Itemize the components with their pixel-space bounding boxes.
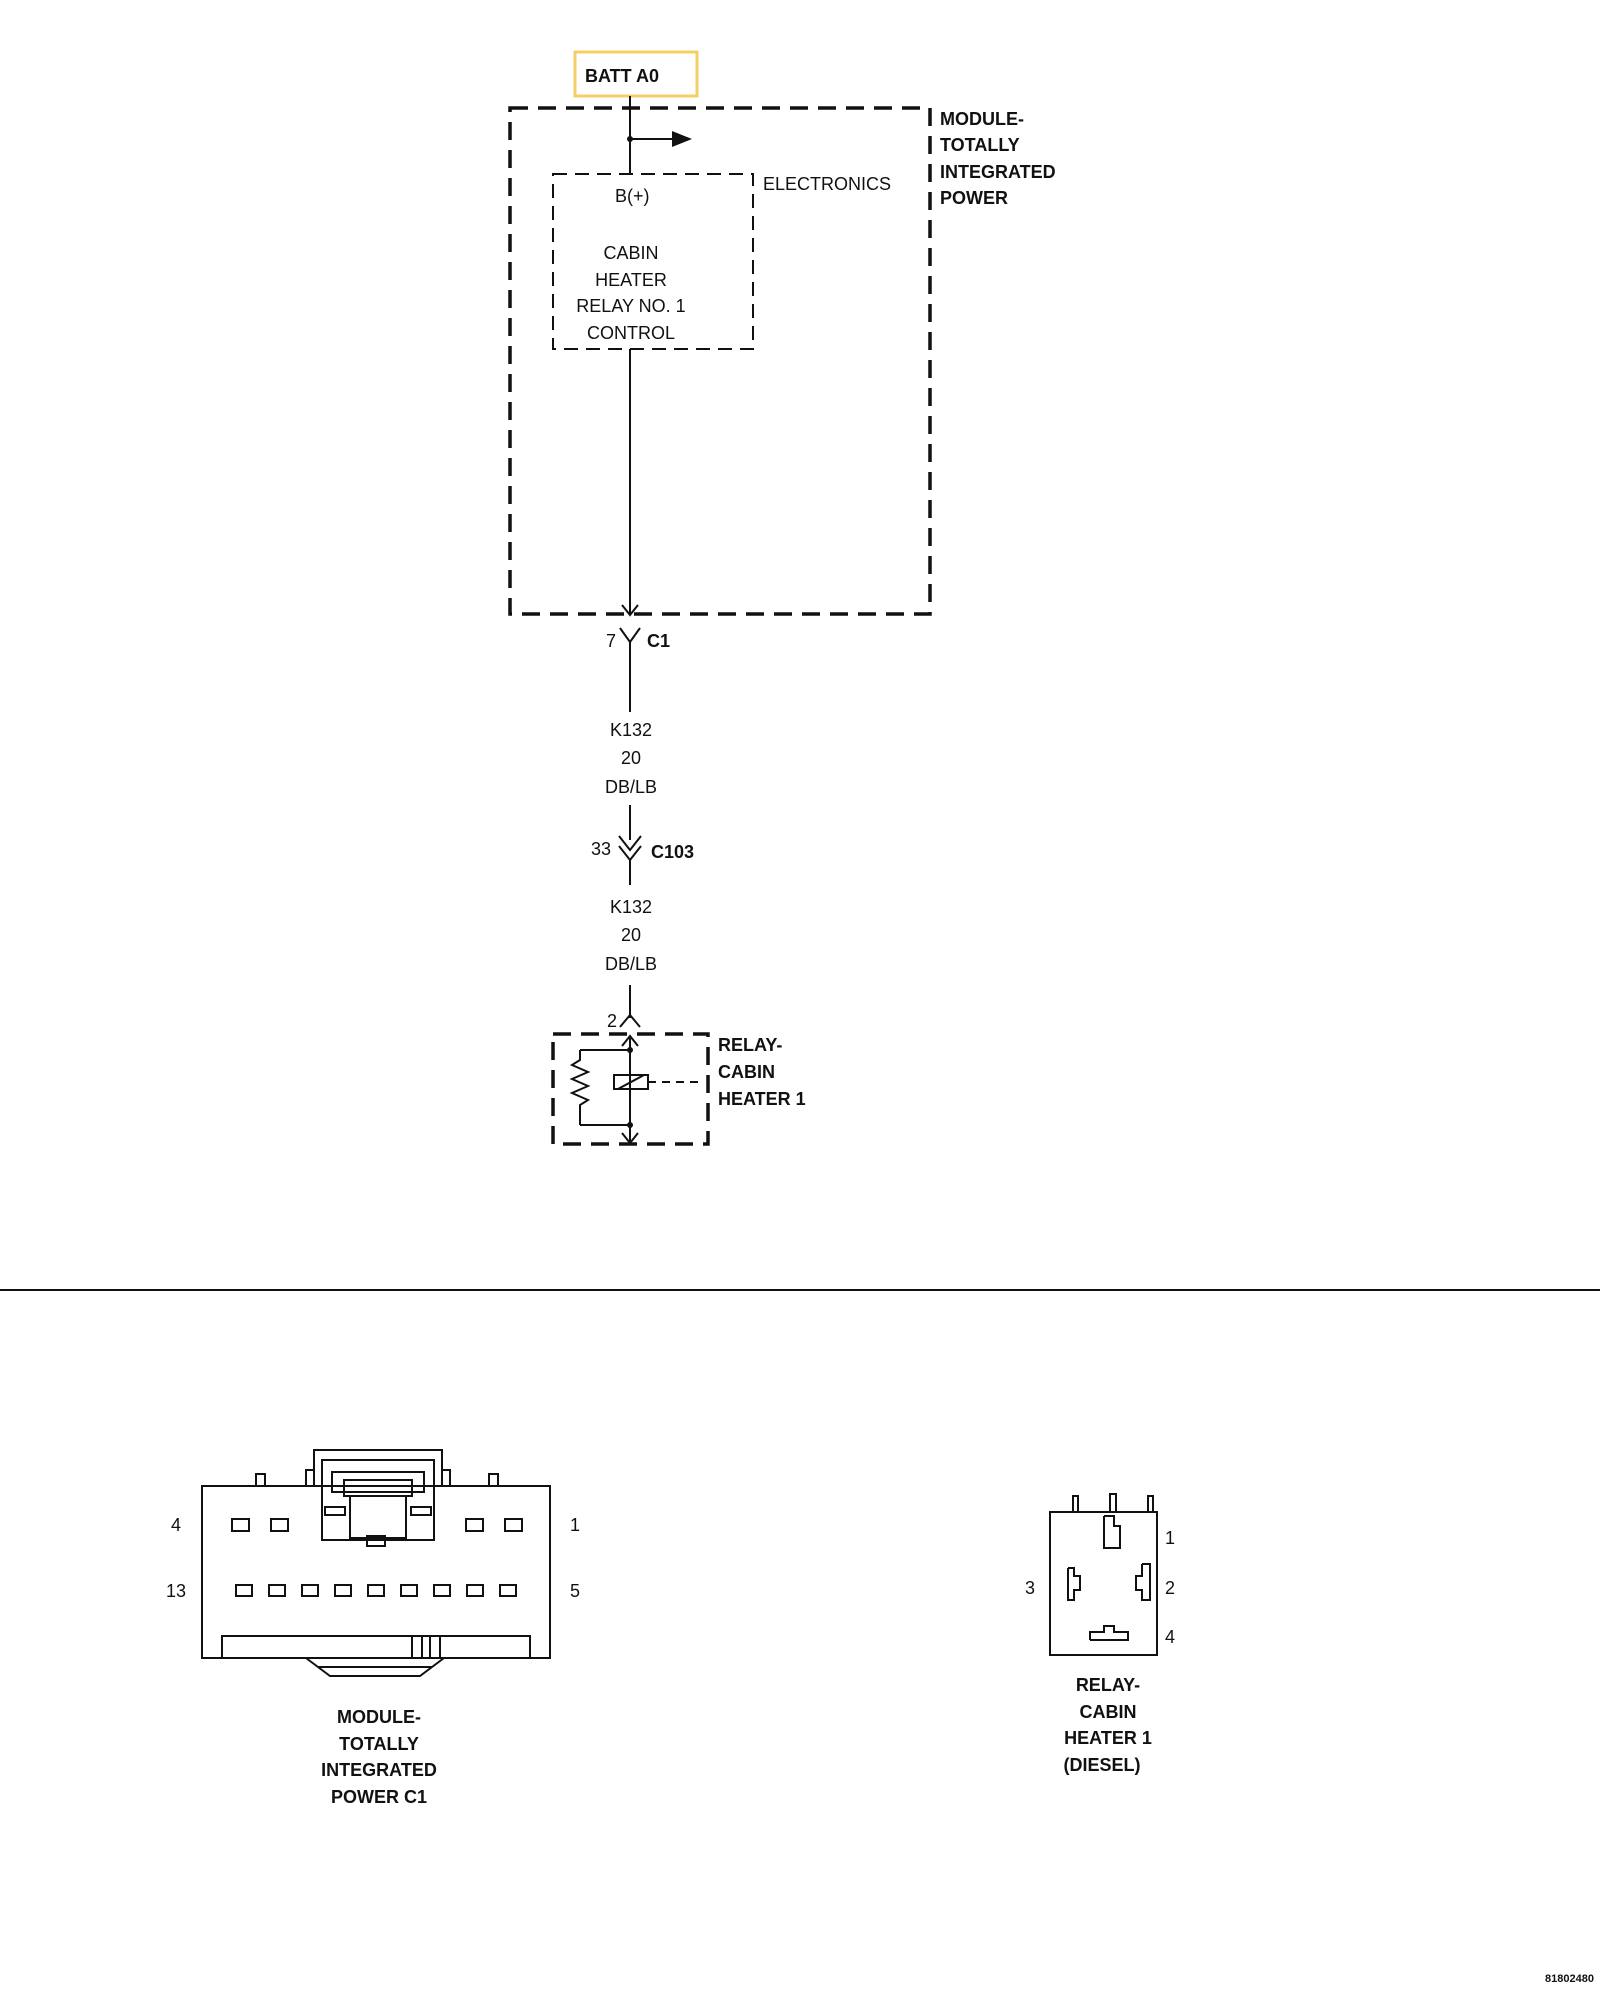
module-name-line-1: MODULE- [940, 109, 1024, 129]
wire-segment-2-label: K132 20 DB/LB [605, 897, 657, 974]
connector-c103: 33 C103 [591, 805, 694, 885]
tip-caption-line-4: POWER C1 [331, 1787, 427, 1807]
relay-view-pin-4: 4 [1165, 1627, 1175, 1647]
relay-outline [551, 1032, 710, 1146]
tip-pin-5: 5 [570, 1581, 580, 1601]
c1-connector-symbol [619, 627, 641, 644]
relay-pin: 2 [607, 1011, 617, 1031]
relay-caption-line-1: RELAY- [1076, 1675, 1140, 1695]
relay-caption-line-2: CABIN [1080, 1702, 1137, 1722]
wire1-color: DB/LB [605, 777, 657, 797]
control-line-1: CABIN [603, 243, 658, 263]
c103-connector-symbol-lower [618, 845, 642, 862]
wire2-gauge: 20 [621, 925, 641, 945]
control-output-wire [621, 349, 639, 617]
control-line-3: RELAY NO. 1 [576, 296, 685, 316]
wire2-circuit: K132 [610, 897, 652, 917]
tip-pin-1: 1 [570, 1515, 580, 1535]
c1-name: C1 [647, 631, 670, 651]
batt-label-text: BATT A0 [585, 66, 659, 86]
relay-caption-line-3: HEATER 1 [1064, 1728, 1152, 1748]
bplus-arrow-icon [672, 131, 692, 147]
tip-caption-line-3: INTEGRATED [321, 1760, 437, 1780]
connector-view-tip-c1: 4 1 13 5 MODULE- TOTALLY INTEGRATED POWE… [166, 1449, 580, 1807]
c103-name: C103 [651, 842, 694, 862]
c103-pin: 33 [591, 839, 611, 859]
relay-cabin-heater-1: 2 RELAY- CABIN HEATER 1 [551, 985, 806, 1146]
module-name-line-4: POWER [940, 188, 1008, 208]
bplus-label: B(+) [615, 186, 650, 206]
control-line-4: CONTROL [587, 323, 675, 343]
wire-segment-1-label: K132 20 DB/LB [605, 720, 657, 797]
control-line-2: HEATER [595, 270, 667, 290]
relay-pin-connector-symbol [619, 1013, 641, 1028]
relay-view-pin-1: 1 [1165, 1528, 1175, 1548]
bplus-feed [627, 96, 692, 174]
wire1-circuit: K132 [610, 720, 652, 740]
module-name-line-2: TOTALLY [940, 135, 1020, 155]
electronics-outline [552, 173, 754, 350]
relay-view-pin-2: 2 [1165, 1578, 1175, 1598]
relay-name-line-3: HEATER 1 [718, 1089, 806, 1109]
c1-pin: 7 [606, 631, 616, 651]
module-name-line-3: INTEGRATED [940, 162, 1056, 182]
relay-view-pin-3: 3 [1025, 1578, 1035, 1598]
relay-name-line-1: RELAY- [718, 1035, 782, 1055]
c103-connector-symbol-upper [618, 835, 642, 852]
module-tip-block: MODULE- TOTALLY INTEGRATED POWER ELECTRO… [508, 106, 1056, 616]
tip-pin-4: 4 [171, 1515, 181, 1535]
tip-caption-line-1: MODULE- [337, 1707, 421, 1727]
connector-view-relay: 1 2 3 4 RELAY- CABIN HEATER 1 (DIESEL) [1025, 1493, 1175, 1775]
batt-label-box [573, 50, 699, 98]
relay-caption-line-4: (DIESEL) [1063, 1755, 1140, 1775]
module-tip-outline [508, 106, 932, 616]
wire1-gauge: 20 [621, 748, 641, 768]
relay-resistor-icon [569, 1050, 591, 1125]
diagram-id: 81802480 [1545, 1973, 1594, 1985]
wire2-color: DB/LB [605, 954, 657, 974]
tip-caption-line-2: TOTALLY [339, 1734, 419, 1754]
tip-pin-13: 13 [166, 1581, 186, 1601]
electronics-label: ELECTRONICS [763, 174, 891, 194]
relay-name-line-2: CABIN [718, 1062, 775, 1082]
connector-c1: 7 C1 [606, 627, 670, 712]
batt-a0-label: BATT A0 [573, 50, 699, 98]
